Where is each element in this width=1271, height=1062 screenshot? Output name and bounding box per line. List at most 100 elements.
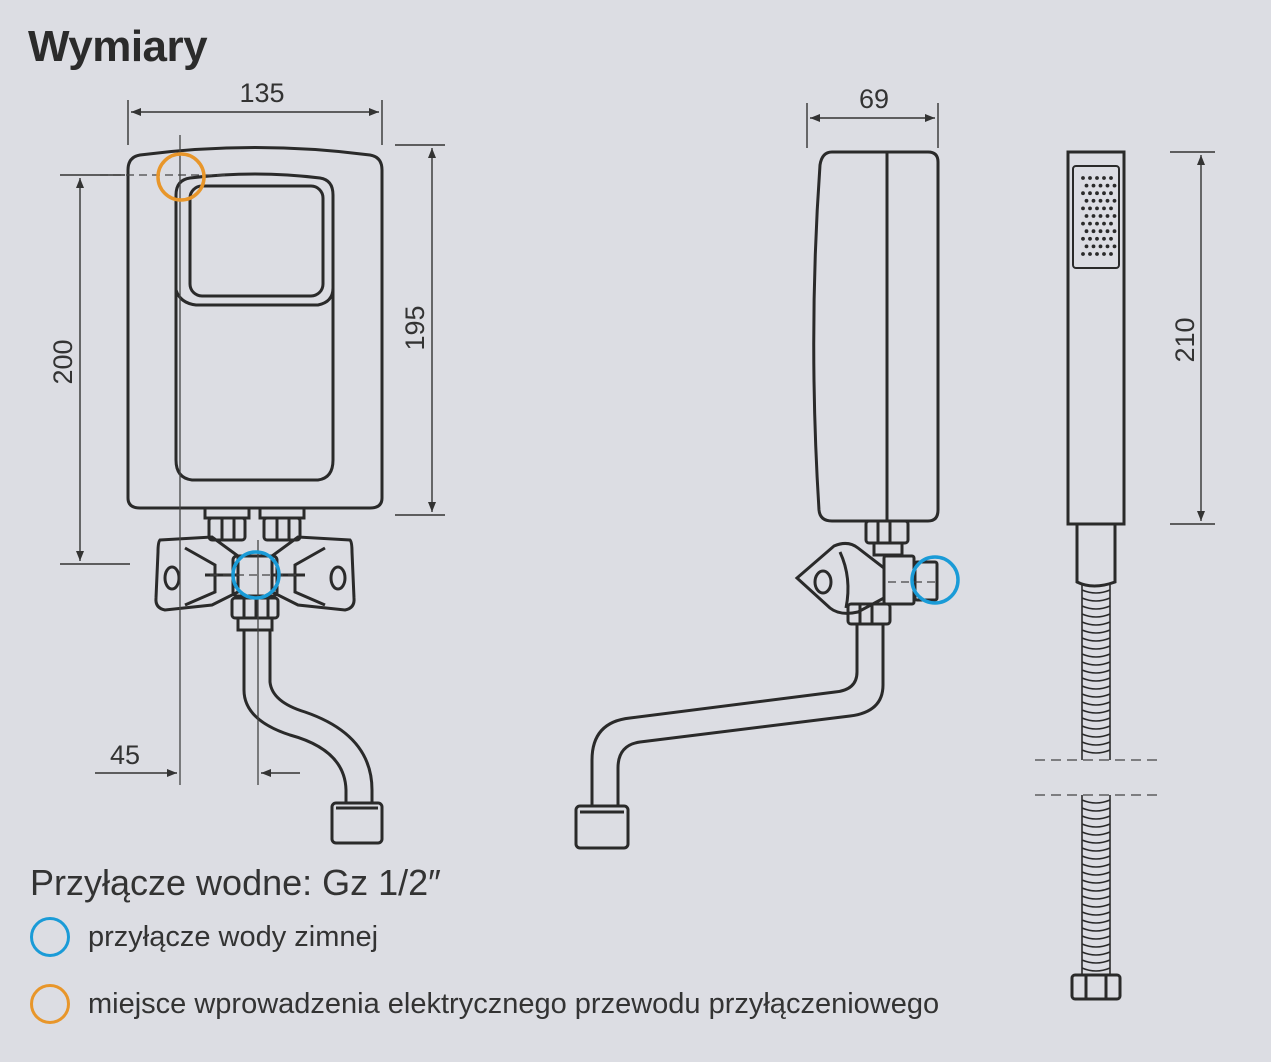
hose-coil xyxy=(1081,589,1111,594)
dim-side-depth: 69 xyxy=(859,84,889,114)
hose-end-nut xyxy=(1070,973,1122,1001)
hose-coil xyxy=(1081,685,1111,690)
connection-title: Przyłącze wodne: Gz 1/2″ xyxy=(30,862,441,903)
nozzle-dot xyxy=(1105,244,1110,249)
nozzle-dot xyxy=(1098,183,1103,188)
nozzle-dot xyxy=(1091,183,1096,188)
hose-coil xyxy=(1081,749,1111,754)
cold-water-ring-front xyxy=(231,550,281,600)
nozzle-dot xyxy=(1112,214,1117,218)
front-view xyxy=(126,146,384,845)
nozzle-dot xyxy=(1091,229,1096,234)
power-entry-ring xyxy=(156,152,206,202)
nozzle-dot xyxy=(1095,176,1099,180)
legend-label: miejsce wprowadzenia elektrycznego przew… xyxy=(88,987,940,1020)
nozzle-dot xyxy=(1112,183,1117,188)
dim-front-height-total: 200 xyxy=(48,339,78,384)
hose-coil xyxy=(1081,807,1111,812)
nozzle-dot xyxy=(1088,252,1092,256)
nozzle-dot xyxy=(1088,221,1092,226)
hose-coil xyxy=(1081,903,1111,908)
side-valve-handle xyxy=(794,541,886,615)
hose-coil xyxy=(1081,677,1111,682)
hose-coil xyxy=(1081,919,1111,924)
nozzle-dot xyxy=(1088,206,1092,211)
nozzle-dot xyxy=(1102,221,1106,226)
hose-coil xyxy=(1081,717,1111,722)
nozzle-dot xyxy=(1102,236,1106,241)
hose-coil xyxy=(1081,847,1111,852)
hose-coil xyxy=(1081,733,1111,738)
hose-coil xyxy=(1081,911,1111,916)
hose-coil xyxy=(1081,839,1111,844)
hose-coil xyxy=(1081,645,1111,650)
hose-coil xyxy=(1081,637,1111,642)
front-inlet-nuts xyxy=(203,506,306,542)
hose-coil xyxy=(1081,661,1111,666)
cold-water-ring-side xyxy=(910,555,960,605)
hose-break-lines xyxy=(1035,759,1158,796)
hose-coil xyxy=(1081,799,1111,804)
hose-coil xyxy=(1081,653,1111,658)
nozzle-dot xyxy=(1084,198,1089,203)
nozzle-dot xyxy=(1105,198,1110,203)
hose-coil xyxy=(1081,871,1111,876)
nozzle-dot xyxy=(1102,191,1106,196)
hose-coil xyxy=(1081,879,1111,884)
nozzle-dot xyxy=(1102,206,1106,211)
hose-coil xyxy=(1081,951,1111,956)
hose-coil xyxy=(1081,935,1111,940)
hose-coil xyxy=(1081,605,1111,610)
nozzle-dot xyxy=(1109,221,1113,226)
nozzle-dot xyxy=(1105,214,1110,218)
nozzle-dot xyxy=(1095,252,1099,256)
hose-coil xyxy=(1081,725,1111,730)
legend-item-cold-water: przyłącze wody zimnej xyxy=(30,917,378,957)
nozzle-dot xyxy=(1098,198,1103,203)
nozzle-dot xyxy=(1081,176,1085,180)
hose-coil xyxy=(1081,597,1111,602)
shower-hose xyxy=(1081,585,1111,975)
hose-coil xyxy=(1081,887,1111,892)
nozzle-dot xyxy=(1084,244,1089,249)
front-panel-outline xyxy=(174,172,335,482)
legend-item-power-entry: miejsce wprowadzenia elektrycznego przew… xyxy=(30,984,939,1024)
nozzle-dot xyxy=(1088,191,1092,196)
side-spout-pipe xyxy=(590,624,859,806)
nozzle-dot xyxy=(1088,176,1092,180)
nozzle-dot xyxy=(1081,206,1085,211)
hose-coil xyxy=(1081,815,1111,820)
nozzle-dot xyxy=(1109,176,1113,180)
hose-coil xyxy=(1081,855,1111,860)
nozzle-dot xyxy=(1102,176,1106,180)
hose-coil xyxy=(1081,967,1111,972)
shower-nozzles xyxy=(1081,176,1117,256)
nozzle-dot xyxy=(1088,236,1092,241)
hose-coil xyxy=(1081,693,1111,698)
hose-coil xyxy=(1081,701,1111,706)
nozzle-dot xyxy=(1109,191,1113,196)
nozzle-dot xyxy=(1081,252,1085,256)
nozzle-dot xyxy=(1112,198,1117,203)
front-valve-handles xyxy=(154,535,240,612)
nozzle-dot xyxy=(1084,183,1089,188)
nozzle-dot xyxy=(1098,244,1103,249)
side-view xyxy=(574,150,940,850)
side-heater-body xyxy=(812,150,940,523)
hose-coil xyxy=(1081,823,1111,828)
nozzle-dot xyxy=(1095,236,1099,241)
shower-handle xyxy=(1066,150,1126,526)
hose-coil xyxy=(1081,927,1111,932)
hose-coil xyxy=(1081,629,1111,634)
hose-coil xyxy=(1081,831,1111,836)
nozzle-dot xyxy=(1105,229,1110,234)
hose-coil xyxy=(1081,959,1111,964)
nozzle-dot xyxy=(1091,214,1096,218)
nozzle-dot xyxy=(1091,198,1096,203)
front-display-window xyxy=(188,184,325,298)
blue-ring-icon xyxy=(30,917,70,957)
nozzle-dot xyxy=(1112,229,1117,234)
nozzle-dot xyxy=(1095,191,1099,196)
orange-ring-icon xyxy=(30,984,70,1024)
